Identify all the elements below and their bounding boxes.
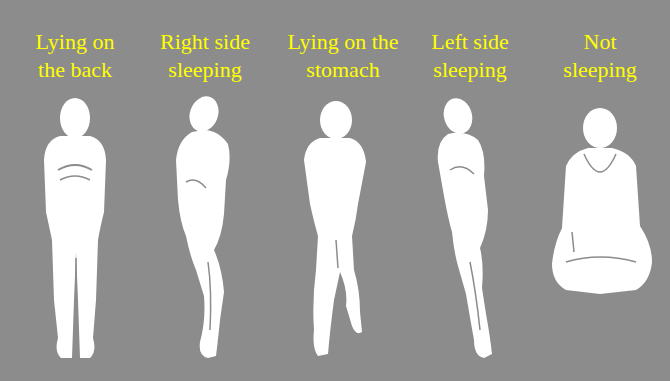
posture-label: Lying on the stomach [278,28,408,84]
posture-label: Lying on the back [25,28,125,84]
figure-silhouette [44,98,106,358]
figure-silhouette [304,101,366,356]
posture-label: Left side sleeping [415,28,525,84]
posture-label: Right side sleeping [150,28,260,84]
figure-silhouette [438,95,492,358]
figure-silhouette [176,92,230,358]
figure-silhouette [552,108,652,294]
posture-label: Not sleeping [555,28,645,84]
